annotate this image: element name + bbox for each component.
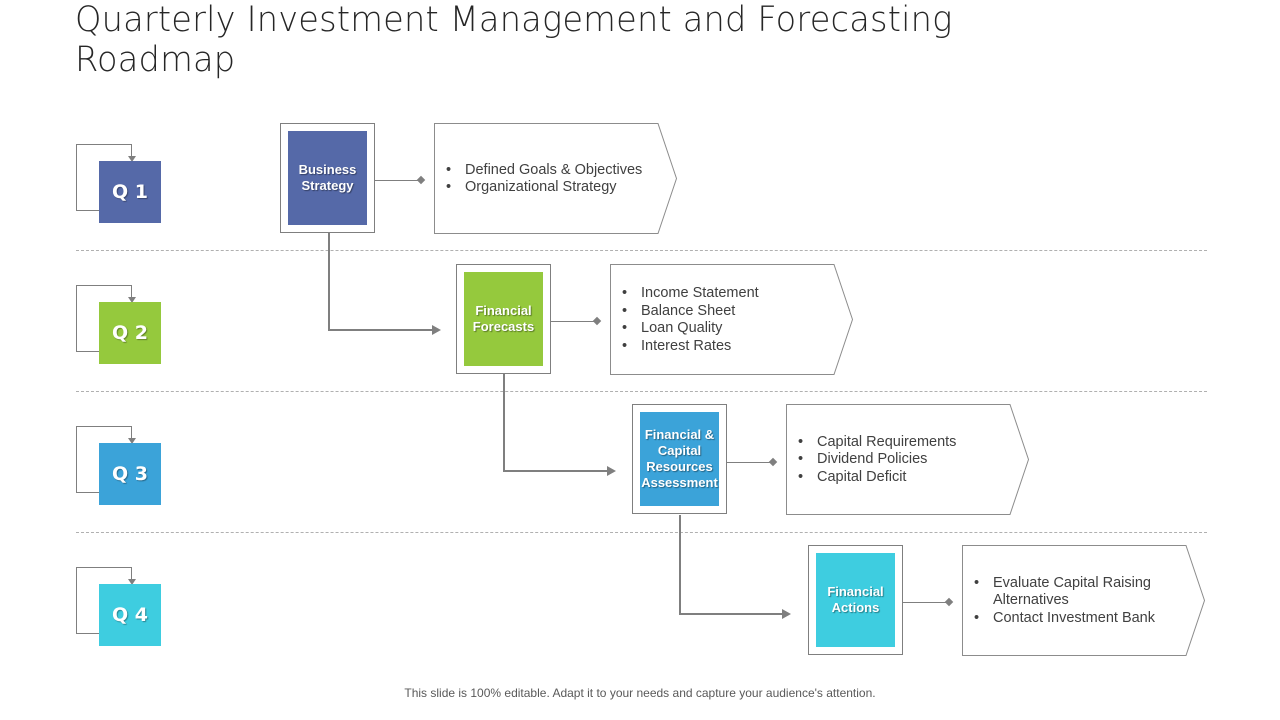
diamond-icon [768,457,778,467]
bullet-item: Dividend Policies [798,451,1008,469]
detail-chevron-q4: Evaluate Capital Raising Alternatives Co… [962,545,1206,657]
bullet-item: Organizational Strategy [446,179,656,197]
arrow-right-icon [782,609,791,619]
bullet-item: Defined Goals & Objectives [446,162,656,180]
bullet-item: Evaluate Capital Raising Alternatives [974,575,1184,610]
bullet-item: Income Statement [622,285,832,303]
step-card-financial-forecasts: Financial Forecasts [456,264,551,374]
elbow-connector [328,233,330,331]
row-divider [76,532,1207,533]
diamond-icon [416,175,426,185]
elbow-connector [503,374,505,472]
step-card-business-strategy: Business Strategy [280,123,375,233]
slide-title: Quarterly Investment Management and Fore… [75,0,953,80]
quarter-label: Q 2 [112,322,148,344]
elbow-connector [679,613,782,615]
diamond-icon [944,597,954,607]
connector-line [727,462,773,463]
step-label: Business Strategy [288,131,367,225]
elbow-connector [328,329,432,331]
arrow-right-icon [607,466,616,476]
bullet-item: Interest Rates [622,338,832,356]
detail-chevron-q3: Capital Requirements Dividend Policies C… [786,404,1030,516]
diamond-icon [592,316,602,326]
bullet-list: Evaluate Capital Raising Alternatives Co… [974,545,1184,657]
row-divider [76,391,1207,392]
arrow-down-icon [128,438,136,444]
quarter-badge-q1: Q 1 [99,161,161,223]
step-label: Financial Actions [816,553,895,647]
detail-chevron-q1: Defined Goals & Objectives Organizationa… [434,123,678,235]
quarter-label: Q 4 [112,604,148,626]
connector-line [551,321,597,322]
quarter-label: Q 3 [112,463,148,485]
bullet-list: Income Statement Balance Sheet Loan Qual… [622,264,832,376]
detail-chevron-q2: Income Statement Balance Sheet Loan Qual… [610,264,854,376]
row-divider [76,250,1207,251]
arrow-down-icon [128,579,136,585]
step-label: Financial & Capital Resources Assessment [640,412,719,506]
footer-note: This slide is 100% editable. Adapt it to… [404,686,876,700]
bullet-item: Capital Deficit [798,469,1008,487]
quarter-badge-q3: Q 3 [99,443,161,505]
arrow-down-icon [128,156,136,162]
bullet-list: Defined Goals & Objectives Organizationa… [446,123,656,235]
bullet-list: Capital Requirements Dividend Policies C… [798,404,1008,516]
arrow-right-icon [432,325,441,335]
bullet-item: Capital Requirements [798,434,1008,452]
step-label: Financial Forecasts [464,272,543,366]
bullet-item: Balance Sheet [622,303,832,321]
quarter-badge-q2: Q 2 [99,302,161,364]
bullet-item: Contact Investment Bank [974,610,1184,628]
connector-line [903,602,949,603]
bullet-item: Loan Quality [622,320,832,338]
quarter-label: Q 1 [112,181,148,203]
arrow-down-icon [128,297,136,303]
quarter-badge-q4: Q 4 [99,584,161,646]
connector-line [375,180,421,181]
elbow-connector [679,515,681,615]
elbow-connector [503,470,607,472]
step-card-financial-actions: Financial Actions [808,545,903,655]
step-card-capital-assessment: Financial & Capital Resources Assessment [632,404,727,514]
